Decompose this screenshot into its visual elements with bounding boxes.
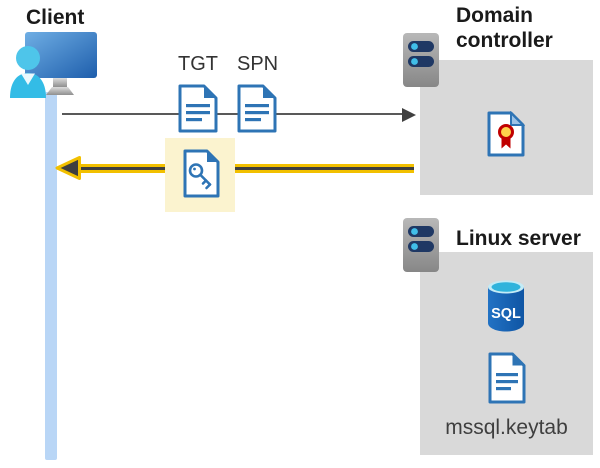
client-title: Client — [26, 6, 85, 29]
client-user-monitor-icon — [10, 32, 97, 98]
keytab-document-icon — [488, 352, 526, 404]
request-arrow-line — [62, 113, 403, 115]
certificate-icon — [487, 111, 525, 157]
response-arrow-line — [78, 164, 414, 173]
request-arrow-head-icon — [402, 108, 416, 122]
spn-document-icon — [237, 84, 277, 133]
client-timeline-bar — [45, 92, 57, 460]
key-icon — [188, 163, 212, 190]
user-icon — [10, 46, 46, 98]
tgt-label: TGT — [178, 53, 218, 75]
tgt-document-icon — [178, 84, 218, 133]
monitor-icon — [25, 32, 97, 95]
linux-server-icon — [403, 218, 439, 272]
keytab-filename: mssql.keytab — [445, 416, 568, 439]
domain-controller-title: Domain controller — [456, 4, 553, 52]
sql-icon-label: SQL — [491, 306, 521, 322]
linux-server-title: Linux server — [456, 227, 581, 250]
response-arrow-head-icon — [55, 156, 81, 180]
spn-label: SPN — [237, 53, 279, 75]
sql-database-icon: SQL — [488, 280, 524, 332]
key-document-icon — [183, 149, 220, 198]
domain-controller-server-icon — [403, 33, 439, 87]
